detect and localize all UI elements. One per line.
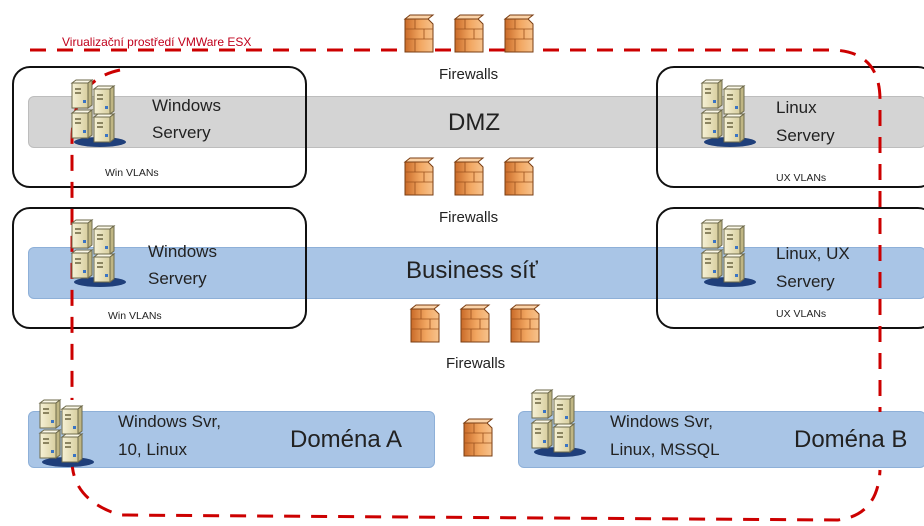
business-linux-line2: Servery [776,272,835,291]
firewall-icon [510,304,540,343]
firewall-icon [404,157,434,196]
environment-label: Virualizační prostředí VMWare ESX [62,35,252,49]
dmz-windows-line1: Windows [152,96,221,115]
server-cluster-icon [70,78,132,150]
domain-a-title: Doména A [290,426,403,453]
business-title: Business síť [406,257,538,284]
domain-a-line1: Windows Svr, [118,412,221,431]
firewall-icon [454,157,484,196]
server-cluster-icon [530,388,592,460]
server-cluster-icon [70,218,132,290]
server-cluster-icon [700,78,762,150]
firewall-icon [504,157,534,196]
dmz-windows-vlan: Win VLANs [105,167,159,179]
domain-b-title: Doména B [794,426,908,453]
domain-b-band [518,411,924,468]
firewalls-label-bottom: Firewalls [446,355,506,372]
domain-b-line2: Linux, MSSQL [610,440,720,459]
domain-b-line1: Windows Svr, [610,412,713,431]
dmz-linux-line2: Servery [776,126,835,145]
business-windows-line2: Servery [148,269,207,288]
server-cluster-icon [700,218,762,290]
dmz-linux-line1: Linux [776,98,817,117]
dmz-title: DMZ [448,109,500,136]
business-linux-vlan: UX VLANs [776,308,827,320]
firewalls-label-top: Firewalls [439,66,499,83]
business-windows-vlan: Win VLANs [108,310,162,322]
firewall-icon [404,14,434,53]
firewall-icon [410,304,440,343]
dmz-linux-vlan: UX VLANs [776,172,827,184]
business-windows-line1: Windows [148,242,217,261]
business-linux-line1: Linux, UX [776,244,850,263]
domain-a-line2: 10, Linux [118,440,187,459]
firewall-icon [504,14,534,53]
firewall-icon [463,418,493,457]
firewall-icon [454,14,484,53]
dmz-windows-line2: Servery [152,123,211,142]
firewalls-label-middle: Firewalls [439,209,499,226]
server-cluster-icon [38,398,100,470]
firewall-icon [460,304,490,343]
